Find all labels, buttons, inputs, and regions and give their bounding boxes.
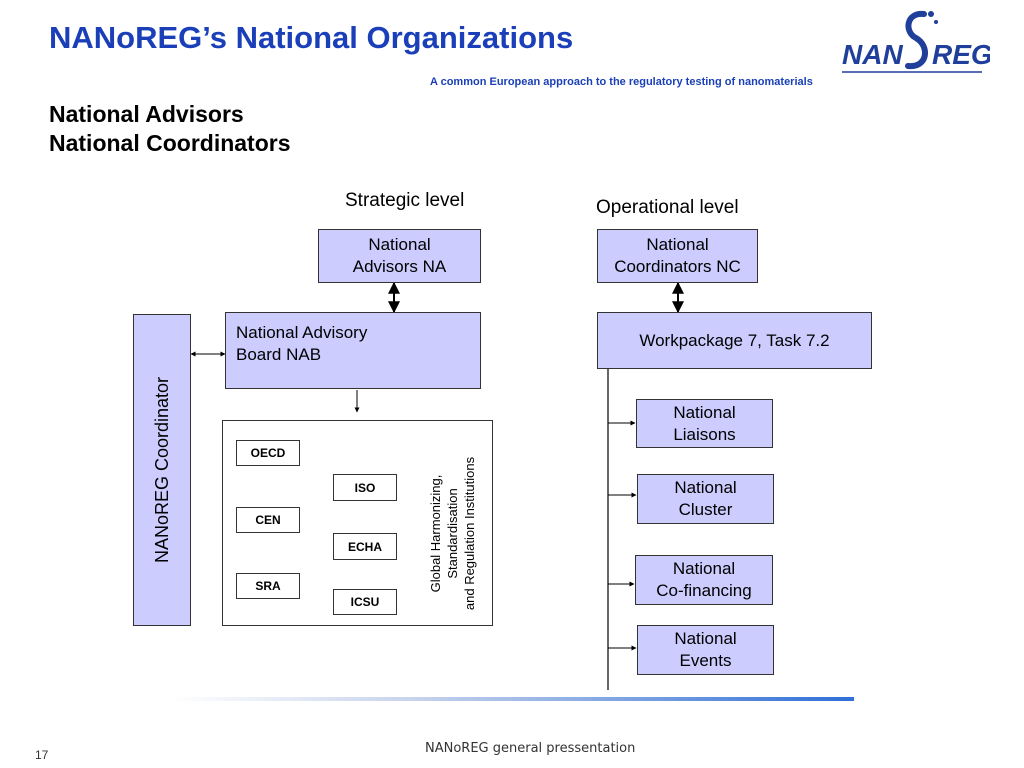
events-line1: National	[674, 629, 737, 648]
nanoreg-coordinator-box: NANoREG Coordinator	[133, 314, 191, 626]
slide-subtitle: A common European approach to the regula…	[430, 76, 813, 88]
footer-text: NANoREG general pressentation	[425, 741, 636, 756]
svg-text:NAN: NAN	[842, 39, 903, 70]
advisory-board-line2: Board NAB	[236, 345, 322, 364]
operational-level-label: Operational level	[596, 197, 739, 218]
liaisons-line1: National	[673, 402, 736, 422]
workpackage-box: Workpackage 7, Task 7.2	[597, 312, 872, 369]
nanoreg-logo: NAN REG	[842, 10, 990, 73]
advisory-board-line1: National Advisory	[236, 323, 368, 342]
workpackage-label: Workpackage 7, Task 7.2	[639, 330, 830, 350]
institutions-label-line3: and Regulation Institutions	[462, 456, 478, 610]
national-advisory-board-box: National Advisory Board NAB	[225, 312, 481, 389]
institution-cen: CEN	[236, 507, 300, 533]
national-advisors-line1: National	[368, 235, 431, 254]
nanoreg-coordinator-label: NANoREG Coordinator	[152, 376, 173, 564]
page-number: 17	[35, 748, 49, 762]
institution-echa: ECHA	[333, 533, 397, 560]
institutions-label: Global Harmonizing, Standardisation and …	[428, 456, 479, 609]
events-line2: Events	[679, 651, 732, 670]
institutions-label-wrap: Global Harmonizing, Standardisation and …	[428, 448, 478, 618]
national-events-box: National Events	[637, 625, 774, 675]
slide-title: NANoREG’s National Organizations	[49, 20, 574, 55]
institutions-label-line1: Global Harmonizing,	[428, 474, 444, 592]
national-advisors-box: National Advisors NA	[318, 229, 481, 283]
institutions-label-line2: Standardisation	[445, 487, 461, 579]
heading-national-coordinators: National Coordinators	[49, 130, 291, 156]
national-liaisons-box: National Liaisons	[636, 399, 773, 448]
cofinancing-line1: National	[672, 559, 736, 578]
national-coordinators-line1: National	[646, 235, 709, 254]
national-cluster-box: National Cluster	[637, 474, 774, 524]
cluster-line1: National	[674, 478, 737, 497]
institution-iso: ISO	[333, 474, 397, 501]
strategic-level-label: Strategic level	[345, 190, 465, 211]
national-advisors-line2: Advisors NA	[352, 257, 447, 276]
institution-oecd: OECD	[236, 440, 300, 466]
footer-divider	[170, 697, 854, 701]
cofinancing-line2: Co-financing	[656, 581, 752, 600]
national-coordinators-box: National Coordinators NC	[597, 229, 758, 283]
svg-text:REG: REG	[932, 39, 990, 70]
cluster-line2: Cluster	[678, 500, 733, 519]
national-cofinancing-box: National Co-financing	[635, 555, 773, 605]
liaisons-line2: Liaisons	[673, 424, 736, 444]
heading-national-advisors: National Advisors	[49, 101, 244, 127]
institution-sra: SRA	[236, 573, 300, 599]
national-coordinators-line2: Coordinators NC	[614, 257, 741, 276]
institution-icsu: ICSU	[333, 589, 397, 615]
